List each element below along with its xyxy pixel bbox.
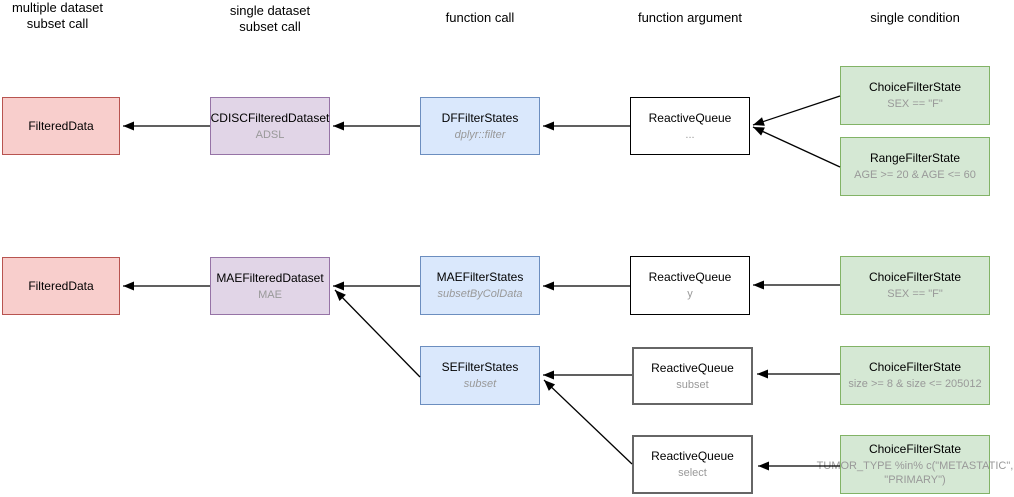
node-label: FilteredData [28, 118, 94, 133]
node-label: MAEFilterStates [436, 270, 524, 284]
node-sublabel: SEX == "F" [887, 288, 943, 300]
node-mae-filter-states: MAEFilterStates subsetByColData [420, 256, 540, 315]
node-label: ReactiveQueue [651, 360, 734, 375]
node-label: ChoiceFilterState [868, 360, 962, 374]
column-header-single-condition: single condition [870, 10, 960, 25]
node-sublabel: ... [685, 128, 695, 141]
node-reactive-queue-y: ReactiveQueue y [630, 256, 750, 315]
node-sublabel: SEX == "F" [887, 98, 943, 110]
node-choice-filter-state-size: ChoiceFilterState size >= 8 & size <= 20… [840, 346, 990, 405]
node-df-filter-states: DFFilterStates dplyr::filter [420, 97, 540, 155]
node-sublabel: subset [463, 378, 497, 390]
node-reactive-queue-subset: ReactiveQueue subset [632, 347, 753, 405]
node-sublabel: ADSL [255, 128, 285, 141]
node-range-filter-state: RangeFilterState AGE >= 20 & AGE <= 60 [840, 137, 990, 196]
node-choice-filter-state-1: ChoiceFilterState SEX == "F" [840, 66, 990, 125]
column-header-multiple-dataset-subset-call: multiple dataset subset call [11, 0, 104, 31]
node-sublabel: dplyr::filter [454, 128, 506, 141]
arrow-sefilterstates-to-maefiltereddataset [334, 289, 421, 378]
node-reactive-queue-1: ReactiveQueue ... [630, 97, 750, 155]
node-label: ReactiveQueue [648, 270, 732, 284]
node-sublabel: y [687, 288, 693, 300]
node-mae-filtered-dataset: MAEFilteredDataset MAE [210, 257, 330, 315]
node-label: FilteredData [28, 278, 94, 293]
node-label: ReactiveQueue [648, 110, 732, 125]
node-cdisc-filtered-dataset: CDISCFilteredDataset ADSL [210, 97, 330, 155]
node-label: ChoiceFilterState [868, 442, 962, 456]
node-sublabel: subsetByColData [437, 288, 523, 300]
node-choice-filter-state-tumor: ChoiceFilterState TUMOR_TYPE %in% c("MET… [817, 435, 1013, 494]
node-sublabel: select [678, 467, 707, 479]
arrow-rangefilterstate-to-reactivequeue1 [752, 126, 841, 168]
node-sublabel: MAE [258, 288, 282, 301]
column-header-single-dataset-subset-call: single dataset subset call [229, 3, 311, 34]
node-label: CDISCFilteredDataset [210, 110, 330, 125]
node-sublabel: TUMOR_TYPE %in% c("METASTATIC", "PRIMARY… [816, 460, 1014, 486]
node-label: SEFilterStates [441, 360, 519, 374]
node-sublabel: size >= 8 & size <= 205012 [848, 378, 982, 390]
arrow-reactivequeue-select-to-sefilterstates [543, 379, 633, 465]
node-label: ChoiceFilterState [868, 270, 962, 284]
arrow-choicefilterstate1-to-reactivequeue1 [752, 95, 841, 126]
node-sublabel: subset [676, 378, 709, 391]
node-label: DFFilterStates [441, 110, 519, 125]
node-label: RangeFilterState [869, 151, 961, 165]
node-se-filter-states: SEFilterStates subset [420, 346, 540, 405]
column-header-function-argument: function argument [637, 10, 743, 25]
column-header-function-call: function call [445, 10, 515, 25]
node-filtered-data-2: FilteredData [2, 257, 120, 315]
node-reactive-queue-select: ReactiveQueue select [632, 435, 753, 494]
node-label: MAEFilteredDataset [216, 270, 324, 285]
node-label: ReactiveQueue [651, 449, 734, 463]
node-sublabel: AGE >= 20 & AGE <= 60 [854, 169, 976, 181]
node-filtered-data-1: FilteredData [2, 97, 120, 155]
node-choice-filter-state-2: ChoiceFilterState SEX == "F" [840, 256, 990, 315]
node-label: ChoiceFilterState [868, 80, 962, 94]
